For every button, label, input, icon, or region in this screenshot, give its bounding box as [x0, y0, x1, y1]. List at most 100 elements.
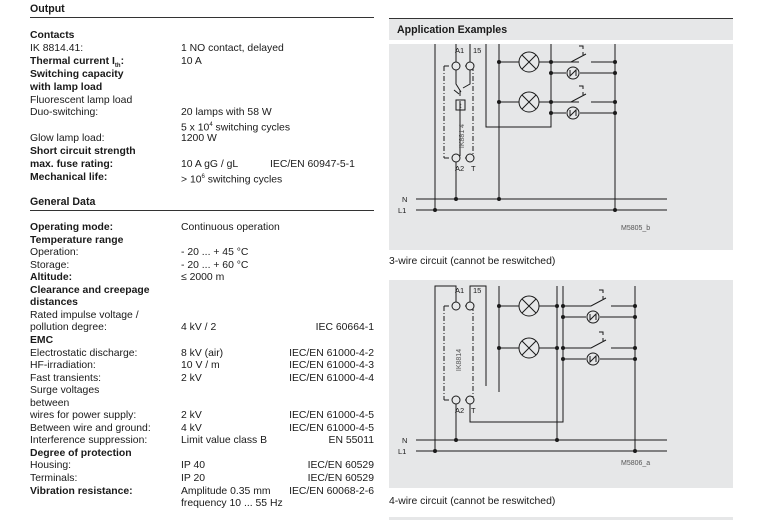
lamp-1-icon — [518, 295, 540, 317]
pushbutton-2-icon — [563, 331, 635, 349]
spec-label: EMC — [30, 334, 54, 346]
spec-label: Interference suppression: — [30, 435, 148, 447]
device-label: IK881 4 — [459, 124, 466, 148]
spec-standard: IEC/EN 61000-4-2 — [289, 347, 374, 359]
wire-15-to-lamps — [469, 285, 487, 386]
terminal-a1 — [451, 301, 461, 311]
circuit-diagram-4-wire: IK8814 A1 15 A2 T N — [398, 285, 667, 467]
svg-text:t: t — [460, 103, 462, 110]
output-rule — [30, 17, 374, 18]
spec-row: Duo-switching: 20 lamps with 58 W — [30, 106, 374, 119]
spec-value: 20 lamps with 58 W — [181, 107, 272, 119]
spec-label: max. fuse rating: — [30, 159, 114, 170]
spec-value: - 20 ... + 60 °C — [181, 259, 249, 271]
spec-standard: IEC/EN 61000-4-3 — [289, 360, 374, 372]
spec-value: 10 A gG / gL — [181, 159, 239, 170]
spec-label: Degree of protection — [30, 447, 132, 459]
drawing-id: M5805_b — [621, 225, 650, 232]
spec-label: distances — [30, 297, 78, 309]
label-a2: A2 — [455, 164, 464, 173]
lamp-2-icon — [518, 337, 540, 359]
label-15: 15 — [473, 286, 481, 295]
spec-row: Storage:- 20 ... + 60 °C — [30, 259, 374, 272]
spec-label: Thermal current Ith: — [30, 55, 125, 69]
spec-label: between — [30, 397, 70, 409]
next-panel-edge — [389, 517, 733, 520]
spec-value: Amplitude 0.35 mm — [181, 485, 271, 497]
spec-row: Clearance and creepage — [30, 284, 374, 297]
spec-value: IP 40 — [181, 460, 206, 472]
drawing-id: M5806_a — [621, 460, 650, 467]
spec-row: Short circuit strength — [30, 145, 374, 158]
spec-row: with lamp load — [30, 81, 374, 94]
spec-label: Short circuit strength — [30, 146, 136, 158]
spec-label: Clearance and creepage — [30, 284, 150, 296]
spec-standard: IEC/EN 61000-4-5 — [289, 410, 374, 422]
wire-lamps — [498, 286, 557, 392]
spec-row: Thermal current Ith:10 A — [30, 55, 374, 69]
spec-value: 4 kV — [181, 422, 202, 434]
wire-15-to-switches — [469, 42, 552, 128]
spec-value: 8 kV (air) — [181, 347, 224, 359]
spec-label: HF-irradiation: — [30, 360, 96, 372]
wire-lamps — [499, 61, 579, 103]
spec-row: Interference suppression:Limit value cla… — [30, 434, 374, 447]
pushbutton-1-icon — [563, 289, 635, 307]
pushbutton-2-icon — [551, 85, 615, 103]
spec-standard: EN 55011 — [328, 435, 374, 447]
spec-value: ≤ 2000 m — [181, 272, 225, 284]
spec-row: Fluorescent lamp load — [30, 94, 374, 107]
spec-row: IK 8814.41:1 NO contact, delayed — [30, 42, 374, 55]
spec-standard: IEC/EN 61000-4-4 — [289, 372, 374, 384]
spec-label: Operating mode: — [30, 222, 114, 233]
wire-l1-to-a1 — [434, 285, 457, 451]
label-l1: L1 — [398, 206, 406, 215]
diagram-3-wire-panel: t IK881 4 A1 15 A2 T — [389, 42, 733, 250]
spec-value: 1 NO contact, delayed — [181, 42, 284, 54]
spec-value: - 20 ... + 45 °C — [181, 247, 249, 259]
spec-value: 10 V / m — [181, 360, 220, 372]
spec-label: Fast transients: — [30, 372, 102, 384]
spec-row: Surge voltages — [30, 384, 374, 397]
spec-standard: IEC/EN 60068-2-6 — [289, 485, 374, 497]
caption-4-wire: 4-wire circuit (cannot be reswitched) — [389, 496, 556, 507]
spec-label: Rated impulse voltage / — [30, 309, 139, 321]
terminal-a1 — [451, 61, 461, 71]
label-n: N — [402, 436, 407, 445]
spec-value: 2 kV — [181, 410, 202, 422]
spec-label: with lamp load — [30, 81, 103, 93]
spec-row: HF-irradiation: 10 V / m IEC/EN 61000-4-3 — [30, 359, 374, 372]
spec-label: Terminals: — [30, 473, 78, 484]
spec-row: distances — [30, 296, 374, 309]
spec-value: Continuous operation — [181, 222, 280, 233]
timer-coil — [455, 99, 466, 111]
spec-standard: IEC/EN 60947-5-1 — [270, 159, 355, 170]
general-rule — [30, 210, 374, 211]
spec-value: 4 kV / 2 — [181, 322, 217, 334]
spec-row: Operation: - 20 ... + 45 °C — [30, 246, 374, 259]
spec-label: Electrostatic discharge: — [30, 347, 138, 359]
spec-row: frequency 10 ... 55 Hz — [30, 497, 374, 510]
spec-value: 5 x 104 switching cycles — [181, 122, 291, 134]
spec-row: Operating mode: Continuous operation — [30, 221, 374, 234]
spec-label: wires for power supply: — [30, 410, 137, 422]
glow-lamp-2-icon — [586, 352, 600, 366]
spec-row: Electrostatic discharge: 8 kV (air) IEC/EN… — [30, 347, 374, 360]
lamp-1-icon — [518, 51, 540, 73]
spec-label: Operation: — [30, 247, 79, 259]
spec-label: Duo-switching: — [30, 107, 99, 119]
caption-3-wire: 3-wire circuit (cannot be reswitched) — [389, 256, 556, 267]
spec-label: Switching capacity — [30, 68, 124, 80]
spec-row: Rated impulse voltage / — [30, 309, 374, 322]
wire-t-to-switches — [469, 286, 564, 423]
terminal-t — [465, 153, 475, 163]
glow-lamp-1-icon — [566, 66, 580, 80]
output-title: Output — [30, 3, 65, 15]
spec-value: 1200 W — [181, 133, 217, 145]
